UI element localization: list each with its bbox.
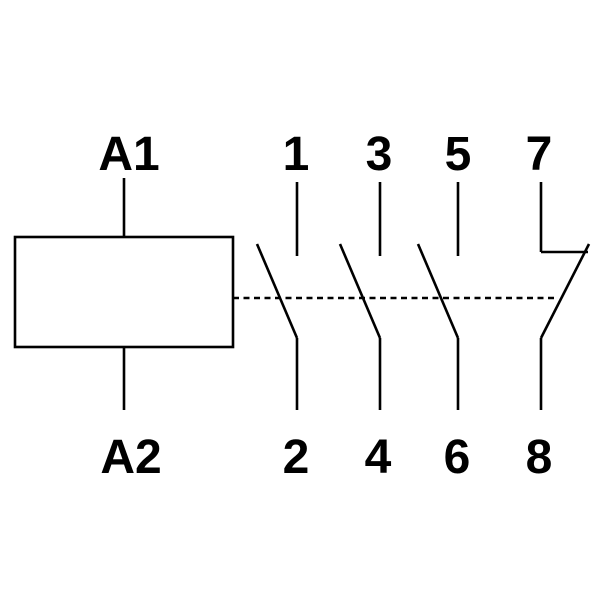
contact-1-bottom-label: 2	[283, 431, 310, 484]
contact-3-bottom-label: 6	[444, 431, 471, 484]
coil-box	[13, 235, 235, 349]
contact-2-bottom-label: 4	[365, 431, 392, 484]
contact-1-blade	[255, 243, 299, 339]
contact-3-top-label: 5	[445, 128, 472, 181]
contact-2-blade	[338, 243, 382, 339]
coil-terminal-label-a1: A1	[98, 128, 159, 181]
contact-3-blade	[416, 243, 460, 339]
contact-1-top-label: 1	[283, 128, 310, 181]
contact-4-top-label: 7	[526, 128, 553, 181]
contact-2-top-label: 3	[366, 128, 393, 181]
contact-4-blade	[539, 243, 591, 339]
coil-terminal-label-a2: A2	[100, 431, 161, 484]
contact-4-bottom-label: 8	[526, 431, 553, 484]
